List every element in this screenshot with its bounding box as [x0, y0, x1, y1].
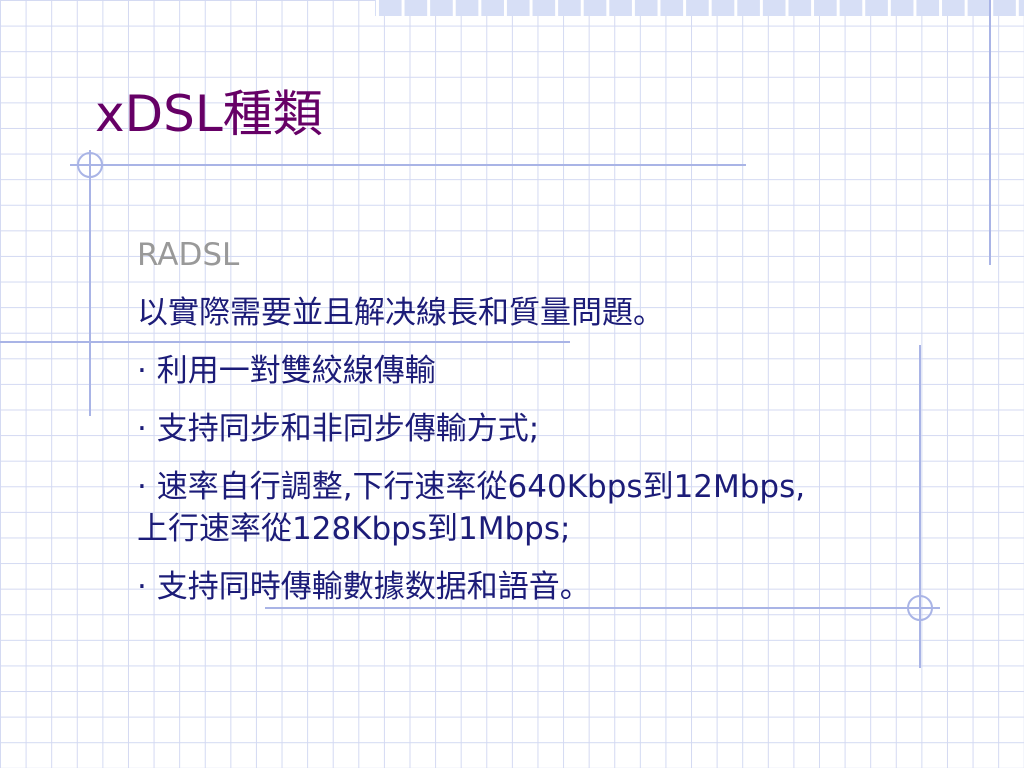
- bottom-ring-ornament: [907, 595, 933, 621]
- body-paragraph: 以實際需要並且解决線長和質量問題。: [137, 295, 664, 331]
- title-underline: [70, 164, 746, 166]
- top-decorative-strip: [375, 0, 1024, 16]
- right-bottom-vertical-rule: [919, 345, 921, 668]
- right-top-vertical-rule: [989, 0, 991, 265]
- middle-horizontal-rule: [0, 341, 570, 343]
- bullet-item: · 支持同步和非同步傳輸方式;: [137, 411, 540, 447]
- bullet-item: · 支持同時傳輸數據数据和語音。: [137, 569, 591, 605]
- left-vertical-rule: [89, 150, 91, 416]
- bottom-horizontal-rule: [265, 607, 940, 609]
- slide-body: RADSL 以實際需要並且解决線長和質量問題。 · 利用一對雙絞線傳輸 · 支持…: [137, 234, 817, 624]
- title-ring-ornament: [77, 152, 103, 178]
- bullet-item: · 利用一對雙絞線傳輸: [137, 353, 436, 389]
- body-subtitle: RADSL: [137, 237, 240, 273]
- bullet-item: · 速率自行調整,下行速率從640Kbps到12Mbps,上行速率從128Kbp…: [137, 469, 806, 547]
- slide-title: xDSL種類: [95, 85, 323, 143]
